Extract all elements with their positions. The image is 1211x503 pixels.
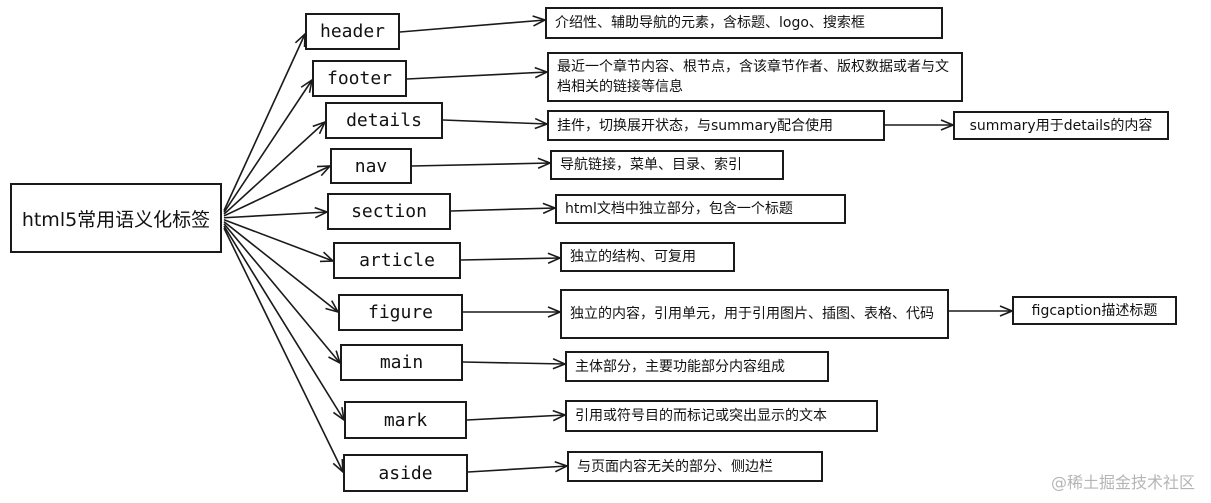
- node-header: header: [305, 13, 400, 50]
- desc-text: 导航链接，菜单、目录、索引: [560, 157, 742, 173]
- desc-text: 与页面内容无关的部分、侧边栏: [577, 458, 773, 475]
- connector-root-section: [223, 212, 327, 219]
- desc-text: 独立的内容，引用单元，用于引用图片、插图、表格、代码: [570, 306, 934, 322]
- desc-text: 引用或符号目的而标记或突出显示的文本: [575, 408, 827, 424]
- tag-label: main: [379, 352, 424, 373]
- connector-root-details: [223, 122, 325, 215]
- node-article: article: [333, 242, 461, 279]
- connector-root-mark: [223, 225, 344, 420]
- desc-text: 独立的结构、可复用: [570, 249, 696, 265]
- tag-label: figure: [367, 302, 434, 323]
- root-label: html5常用语义化标签: [21, 208, 211, 231]
- desc-aside: 与页面内容无关的部分、侧边栏: [567, 451, 823, 482]
- connector-article-desc: [460, 258, 560, 260]
- tag-label: article: [359, 250, 435, 271]
- desc-text: 介绍性、辅助导航的元素，含标题、logo、搜索框: [555, 15, 865, 31]
- sub-details: summary用于details的内容: [953, 111, 1169, 140]
- node-mark: mark: [344, 401, 467, 439]
- connector-root-header: [223, 34, 305, 211]
- desc-details: 挂件，切换展开状态，与summary配合使用: [547, 110, 885, 141]
- tag-label: header: [319, 21, 386, 42]
- node-section: section: [327, 193, 451, 230]
- connector-root-main: [223, 223, 340, 363]
- root-node: html5常用语义化标签: [10, 183, 222, 253]
- desc-figure: 独立的内容，引用单元，用于引用图片、插图、表格、代码: [560, 289, 949, 339]
- connector-footer-desc: [406, 72, 547, 80]
- connector-details-desc: [442, 120, 547, 124]
- watermark: @稀土掘金技术社区: [1050, 473, 1195, 492]
- tag-label: details: [346, 110, 422, 131]
- sub-figure: figcaption描述标题: [1012, 296, 1177, 325]
- desc-text: 主体部分，主要功能部分内容组成: [575, 358, 785, 375]
- desc-mark: 引用或符号目的而标记或突出显示的文本: [565, 400, 878, 432]
- desc-header: 介绍性、辅助导航的元素，含标题、logo、搜索框: [545, 7, 943, 39]
- connector-root-aside: [223, 227, 343, 472]
- connector-root-footer: [223, 80, 312, 213]
- desc-text: 最近一个章节内容、根节点，含该章节作者、版权数据或者与文档相关的链接等信息: [557, 59, 949, 95]
- tag-label: nav: [354, 155, 388, 177]
- node-main: main: [340, 344, 463, 381]
- node-footer: footer: [312, 60, 407, 97]
- connector-root-nav: [223, 166, 330, 217]
- sub-text: summary用于details的内容: [969, 117, 1153, 134]
- tag-label: section: [351, 201, 427, 222]
- sub-text: figcaption描述标题: [1031, 302, 1158, 319]
- connector-root-article: [223, 218, 333, 261]
- desc-article: 独立的结构、可复用: [560, 242, 735, 272]
- desc-text: 挂件，切换展开状态，与summary配合使用: [557, 117, 834, 134]
- connector-root-figure: [223, 221, 338, 312]
- node-aside: aside: [343, 454, 468, 492]
- desc-text: html文档中独立部分，包含一个标题: [565, 201, 793, 217]
- connector-main-desc: [462, 362, 565, 364]
- connector-nav-desc: [411, 163, 550, 166]
- tag-label: footer: [326, 68, 393, 89]
- tag-label: mark: [383, 409, 428, 431]
- connector-header-desc: [399, 20, 545, 33]
- node-nav: nav: [330, 148, 412, 184]
- desc-footer: 最近一个章节内容、根节点，含该章节作者、版权数据或者与文档相关的链接等信息: [547, 52, 963, 102]
- connector-section-desc: [450, 208, 555, 211]
- connector-mark-desc: [466, 415, 565, 420]
- desc-nav: 导航链接，菜单、目录、索引: [550, 150, 784, 180]
- node-details: details: [325, 102, 443, 139]
- node-figure: figure: [338, 294, 463, 331]
- connector-aside-desc: [467, 466, 567, 473]
- desc-main: 主体部分，主要功能部分内容组成: [565, 351, 829, 382]
- tag-label: aside: [378, 462, 433, 484]
- desc-section: html文档中独立部分，包含一个标题: [555, 194, 846, 224]
